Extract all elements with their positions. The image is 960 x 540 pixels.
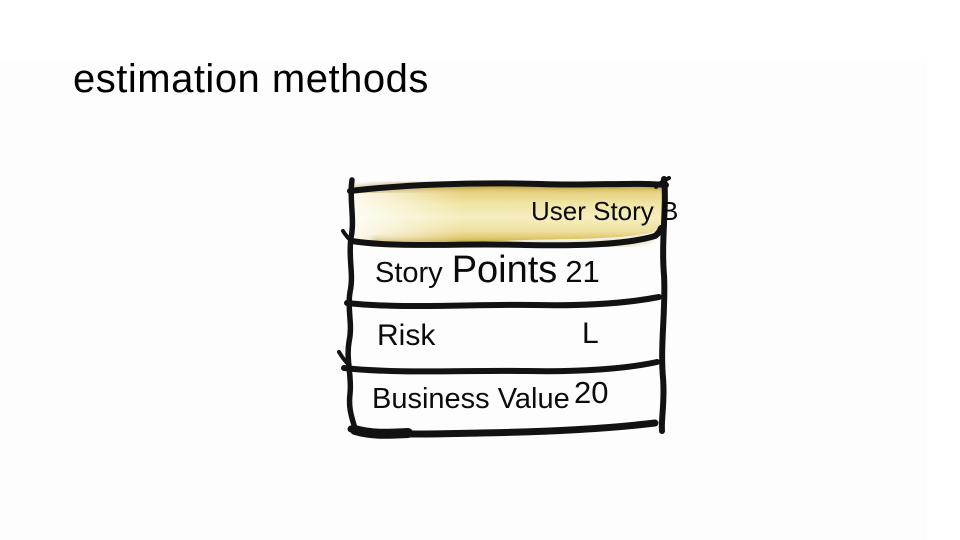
corner-tick-top-right: [654, 176, 671, 189]
business-value-value: 20: [574, 375, 609, 410]
story-points-label-story: Story: [375, 257, 443, 289]
slide-background-area: [0, 62, 927, 540]
divider-under-user-story: [349, 225, 664, 249]
card-top-border: [347, 180, 669, 194]
stack-right-edge: [658, 176, 668, 434]
story-points-label-points: Points: [451, 249, 558, 291]
story-points-value: 21: [565, 254, 600, 289]
bottom-border-thick-ink: [350, 425, 413, 439]
business-value-label: Business Value: [372, 383, 570, 415]
divider-under-story-points: [344, 294, 662, 309]
risk-value: L: [582, 317, 599, 350]
risk-label: Risk: [377, 319, 436, 352]
divider-under-risk: [341, 359, 660, 375]
corner-tick-left-lower: [337, 350, 350, 366]
slide-title: estimation methods: [73, 57, 429, 101]
corner-tick-left-upper: [341, 229, 354, 244]
user-story-card-title: User Story B: [531, 196, 679, 226]
stack-left-edge: [345, 177, 358, 432]
